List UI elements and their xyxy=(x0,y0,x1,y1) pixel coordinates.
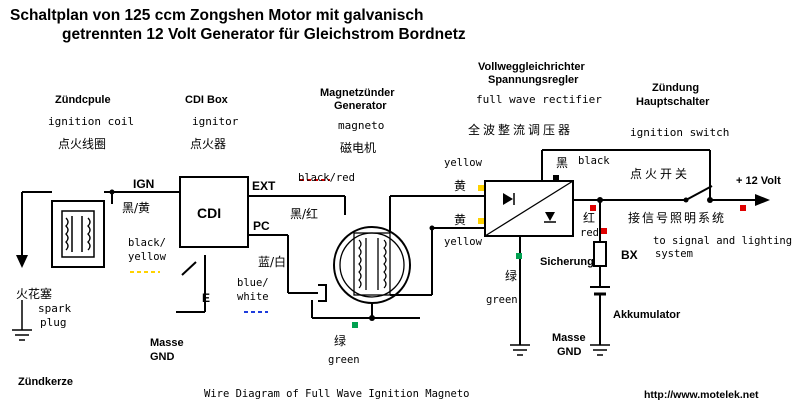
wire-black-cn: 黑 xyxy=(556,156,569,170)
fuse-label: Sicherung xyxy=(540,256,594,268)
yellow-marker-1 xyxy=(478,185,484,191)
ground-left-de: Masse xyxy=(150,337,184,349)
cdi-box-symbol xyxy=(179,176,249,248)
output-voltage-label: + 12 Volt xyxy=(736,175,781,187)
cdi-label-cn: 点火器 xyxy=(190,137,227,151)
rectifier-label-de1: Vollweggleichrichter xyxy=(478,61,585,73)
wire-yellow1-en: yellow xyxy=(444,157,482,169)
rectifier-label-de2: Spannungsregler xyxy=(488,74,579,86)
green-marker-2 xyxy=(516,253,522,259)
wire-blue-white-en2: white xyxy=(237,291,269,303)
plug-label-de: Zündkerze xyxy=(18,376,74,388)
green-marker-1 xyxy=(352,322,358,328)
wire-black-yellow-cn: 黑/黄 xyxy=(122,201,151,215)
red-marker-2 xyxy=(740,205,746,211)
fuse-code-label: BX xyxy=(621,248,638,262)
switch-label-de1: Zündung xyxy=(652,82,700,94)
ign-terminal-label: IGN xyxy=(133,177,155,191)
wire-black-yellow-en2: yellow xyxy=(128,251,166,263)
wire-black-en: black xyxy=(578,155,610,167)
ignition-coil-symbol xyxy=(51,200,105,268)
title-line1: Schaltplan von 125 ccm Zongshen Motor mi… xyxy=(10,7,424,24)
output-label-en1: to signal and lighting xyxy=(653,235,793,247)
wire-green-en: green xyxy=(328,354,360,366)
magneto-symbol xyxy=(333,226,411,304)
wire-green2-cn: 绿 xyxy=(505,269,518,283)
wire-blue-white-en1: blue/ xyxy=(237,277,269,289)
plug-label-en2: plug xyxy=(40,316,67,329)
rectifier-label-cn: 全波整流调压器 xyxy=(468,123,574,137)
magneto-label-cn: 磁电机 xyxy=(340,141,377,155)
plug-label-en1: spark xyxy=(38,302,72,315)
ext-terminal-label: EXT xyxy=(252,179,276,193)
battery-label: Akkumulator xyxy=(613,309,681,321)
switch-label-cn: 点火开关 xyxy=(630,167,691,181)
coil-label-cn: 点火线圈 xyxy=(58,137,107,151)
coil-label-de: Zündcpule xyxy=(55,94,111,106)
wire-yellow1-cn: 黄 xyxy=(454,179,467,193)
output-label-cn: 接信号照明系统 xyxy=(628,211,727,225)
pc-terminal-label: PC xyxy=(253,219,270,233)
wire-yellow2-en: yellow xyxy=(444,236,482,248)
yellow-marker-2 xyxy=(478,218,484,224)
footer-caption: Wire Diagram of Full Wave Ignition Magne… xyxy=(204,388,470,400)
switch-label-en: ignition switch xyxy=(630,126,730,139)
coil-label-en: ignition coil xyxy=(48,115,135,128)
fuse-symbol xyxy=(593,241,607,267)
red-marker-1 xyxy=(590,205,596,211)
wire-black-red-en: black/red xyxy=(298,172,355,184)
cdi-box-label: CDI xyxy=(197,205,222,221)
ground-right-en: GND xyxy=(557,346,582,358)
cdi-label-de: CDI Box xyxy=(185,94,228,106)
red-marker-3 xyxy=(601,228,607,234)
wire-yellow2-cn: 黄 xyxy=(454,213,467,227)
wire-green-cn: 绿 xyxy=(334,334,347,348)
e-terminal-label: E xyxy=(202,291,211,305)
output-label-en2: system xyxy=(655,248,693,260)
title-line2: getrennten 12 Volt Generator für Gleichs… xyxy=(62,26,466,43)
wire-black-red-cn: 黑/红 xyxy=(290,207,319,221)
wire-red-cn: 红 xyxy=(583,211,596,225)
wire-blue-white-cn: 蓝/白 xyxy=(258,255,287,269)
magneto-label-de1: Magnetzünder xyxy=(320,87,395,99)
wire-black-yellow-en1: black/ xyxy=(128,237,166,249)
magneto-label-de2: Generator xyxy=(334,100,387,112)
black-marker xyxy=(553,175,559,181)
ground-right-de: Masse xyxy=(552,332,586,344)
footer-url[interactable]: http://www.motelek.net xyxy=(644,389,759,401)
rectifier-symbol xyxy=(484,180,574,237)
cdi-label-en: ignitor xyxy=(192,115,239,128)
plug-label-cn: 火花塞 xyxy=(16,287,53,301)
magneto-label-en: magneto xyxy=(338,119,385,132)
rectifier-label-en: full wave rectifier xyxy=(476,93,602,106)
ground-left-en: GND xyxy=(150,351,175,363)
wire-red-en: red xyxy=(580,227,599,239)
switch-label-de2: Hauptschalter xyxy=(636,96,710,108)
wire-green2-en: green xyxy=(486,294,518,306)
